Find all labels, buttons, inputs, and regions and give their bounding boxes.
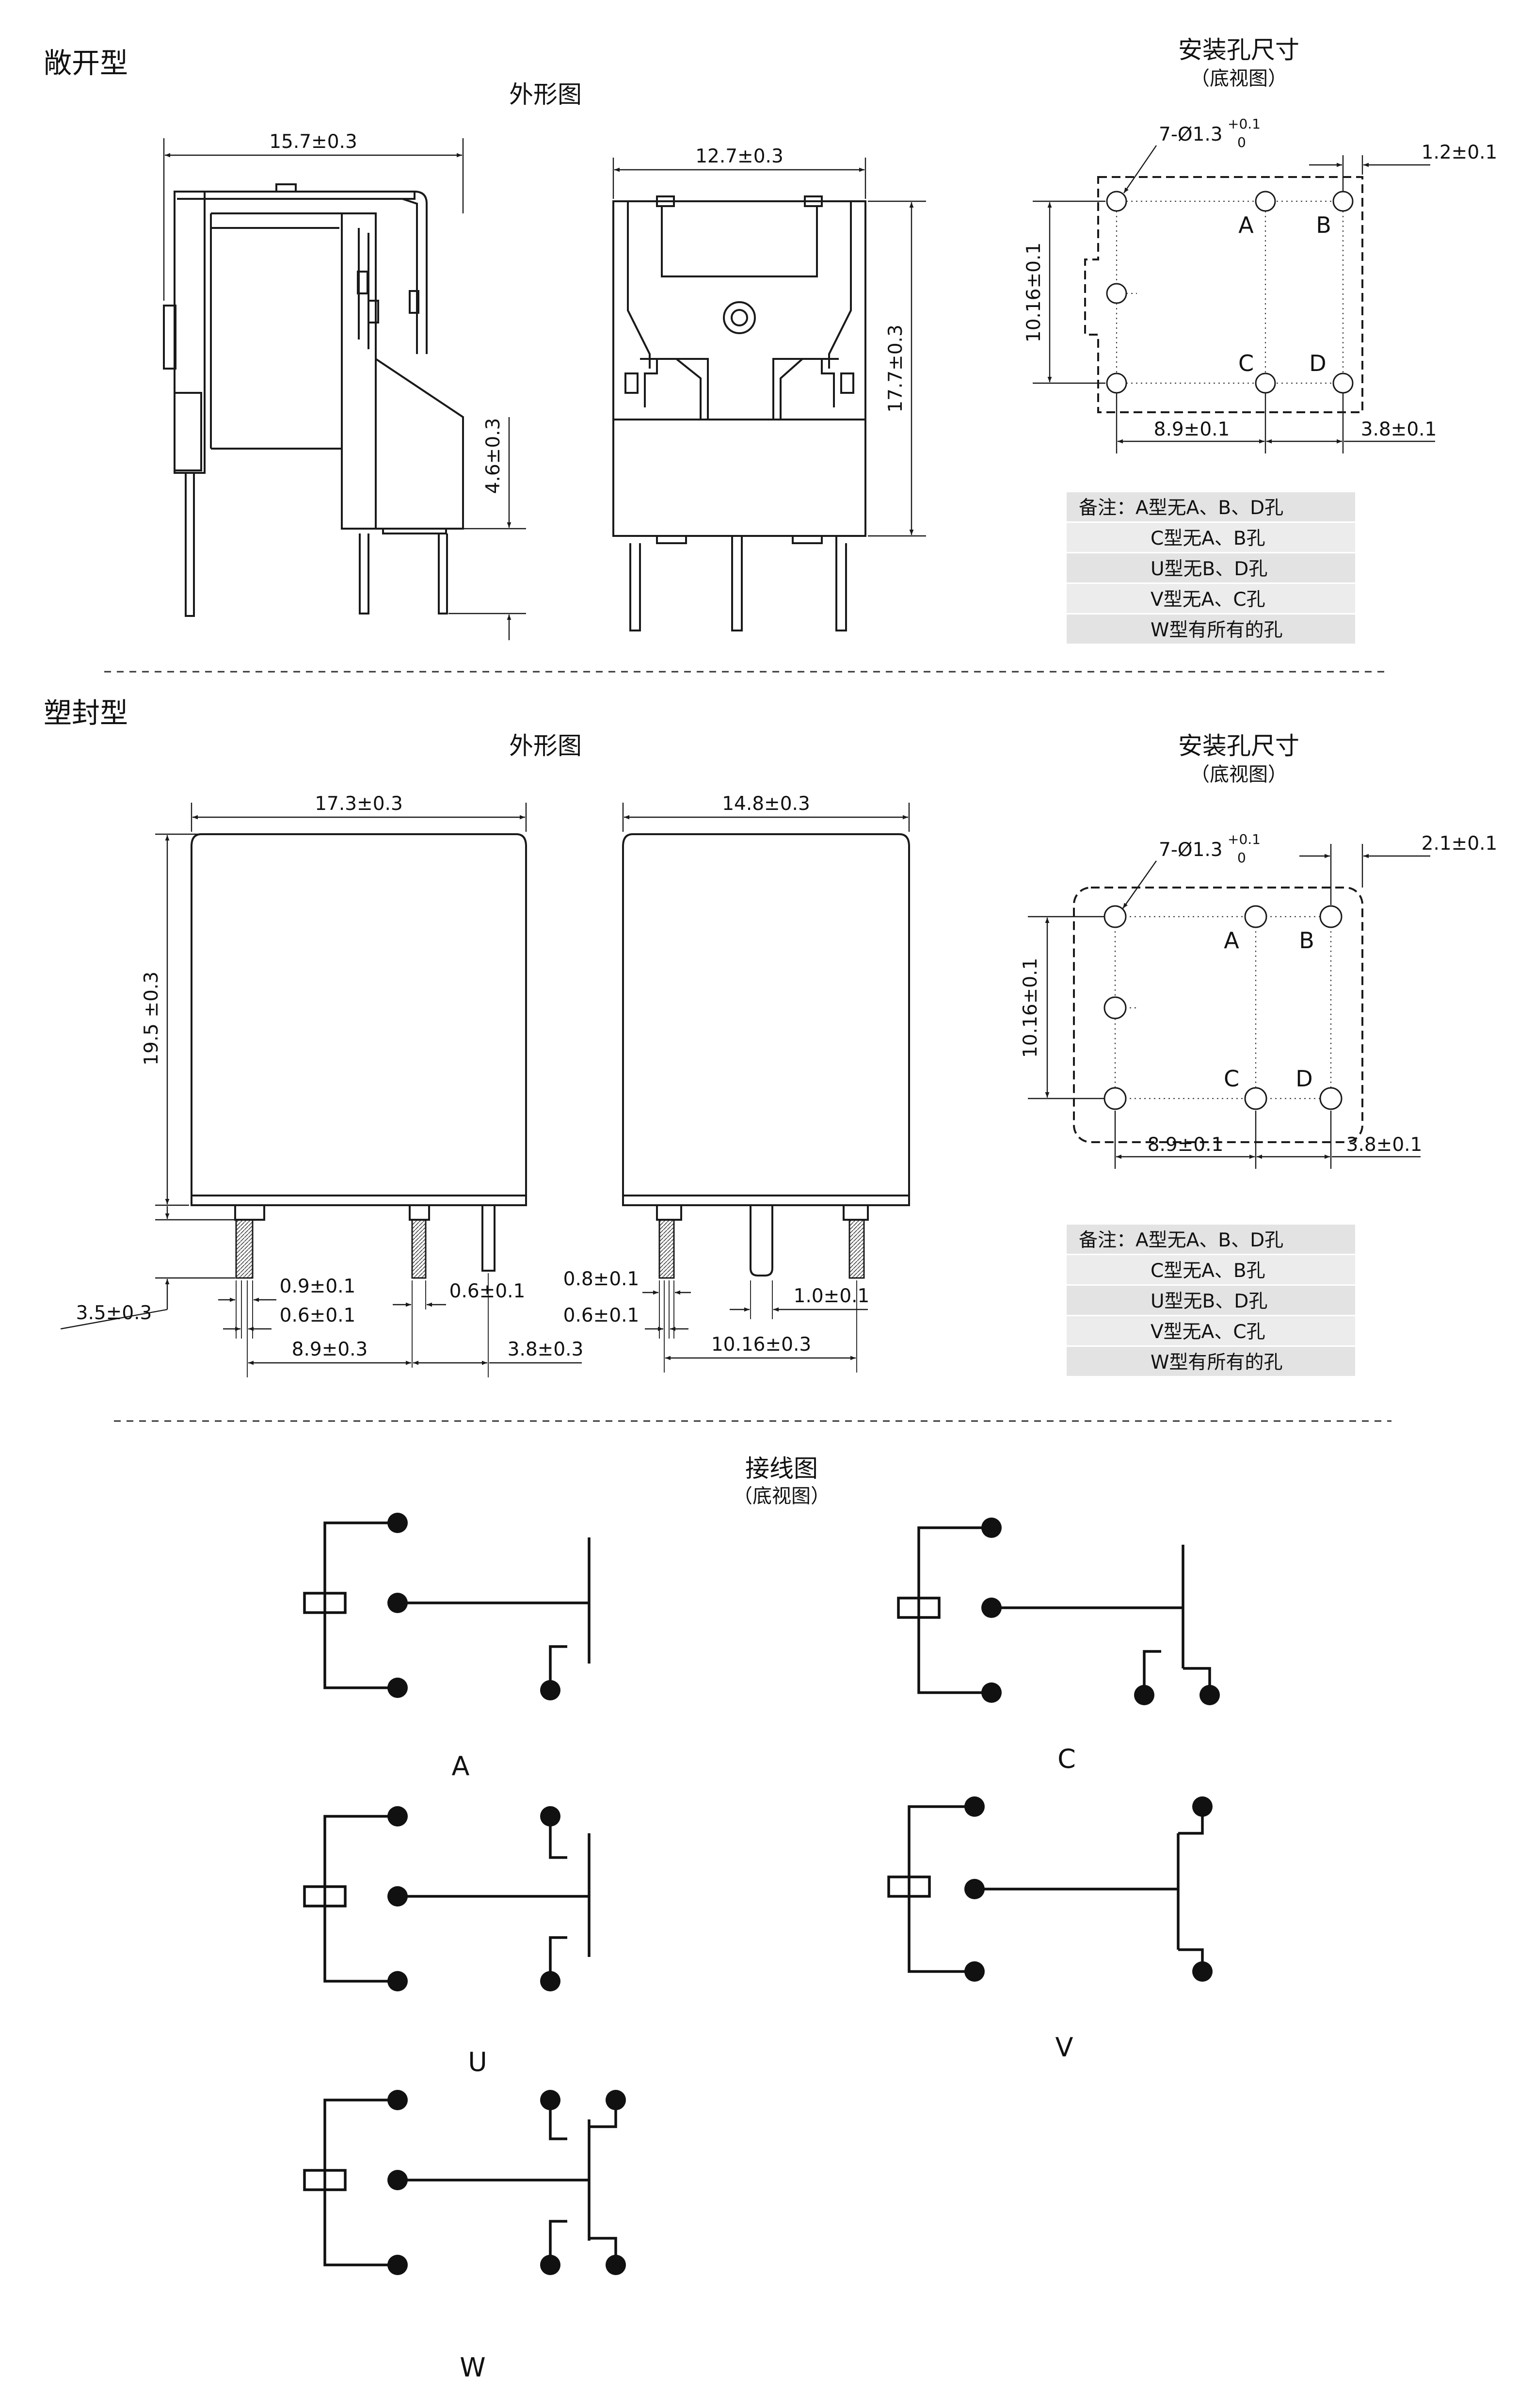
sealed-note-u: U型无B、D孔: [1151, 1291, 1267, 1312]
sealed-pin-w1-label: 0.9±0.1: [280, 1276, 356, 1297]
sealed-mount-subtitle: （底视图）: [1190, 763, 1287, 786]
sealed-side-dimensions: 17.3±0.3 19.5 ±0.3 3.5±0.3 0.9±0.1 0.6±0…: [60, 793, 584, 1377]
sealed-side-w1-label: 0.8±0.1: [563, 1268, 640, 1290]
sealed-width-label: 17.3±0.3: [315, 793, 403, 815]
open-hole-tol-low: 0: [1237, 134, 1246, 150]
open-mount-subtitle: （底视图）: [1190, 67, 1287, 90]
open-front-view: [612, 195, 866, 631]
open-hspace2-label: 3.8±0.1: [1361, 419, 1437, 440]
sealed-note-c: C型无A、B孔: [1151, 1260, 1265, 1282]
open-notes-table: 备注：A型无A、B、D孔 C型无A、B孔 U型无B、D孔 V型无A、C孔 W型有…: [1067, 492, 1355, 644]
wiring-label-u: U: [468, 2047, 487, 2077]
sealed-hole-a-label: A: [1224, 927, 1239, 954]
wiring-diagram-a: [303, 1513, 591, 1700]
sealed-pitch2-label: 3.8±0.3: [508, 1339, 584, 1360]
sealed-pitch1-label: 8.9±0.3: [292, 1339, 368, 1360]
open-front-width-label: 12.7±0.3: [695, 145, 783, 167]
sealed-front-view: [622, 833, 910, 1279]
sealed-type-heading: 塑封型: [44, 696, 128, 729]
wiring-label-w: W: [460, 2352, 485, 2383]
sealed-edge-label: 2.1±0.1: [1422, 833, 1498, 855]
wiring-label-a: A: [452, 1751, 470, 1781]
sealed-side-w3-label: 1.0±0.1: [794, 1285, 870, 1307]
sealed-notes-table: 备注：A型无A、B、D孔 C型无A、B孔 U型无B、D孔 V型无A、C孔 W型有…: [1067, 1225, 1355, 1376]
sealed-height-label: 19.5 ±0.3: [141, 971, 162, 1066]
sealed-pin-length-label: 3.5±0.3: [76, 1302, 152, 1324]
sealed-hole-c-label: C: [1224, 1066, 1239, 1092]
open-side-view: [163, 183, 464, 617]
open-side-dimensions: 15.7±0.3 4.6±0.3: [163, 131, 526, 640]
sealed-side-w2-label: 0.6±0.1: [563, 1305, 640, 1326]
sealed-note-v: V型无A、C孔: [1151, 1321, 1265, 1343]
sealed-hole-size-label: 7-Ø1.3: [1159, 839, 1223, 861]
open-note-u: U型无B、D孔: [1151, 558, 1267, 580]
sealed-mount-holes: A B C D 7-Ø1.3 +0.1 0 2.1±0.1 10.16±0.1 …: [1020, 831, 1497, 1169]
sealed-hole-tol-low: 0: [1237, 850, 1246, 866]
wiring-label-v: V: [1055, 2032, 1073, 2063]
sealed-note-w: W型有所有的孔: [1151, 1352, 1283, 1374]
wiring-diagram-w: [303, 2090, 626, 2275]
open-hole-size-label: 7-Ø1.3: [1159, 124, 1223, 145]
open-pin-length-label: 4.6±0.3: [482, 418, 504, 494]
sealed-pin-w3-label: 0.6±0.1: [449, 1280, 526, 1302]
wiring-title: 接线图: [745, 1454, 818, 1483]
open-note-c: C型无A、B孔: [1151, 528, 1265, 549]
wiring-subtitle: （底视图）: [733, 1485, 830, 1507]
open-note-a: 备注：A型无A、B、D孔: [1079, 497, 1283, 519]
open-vspace-label: 10.16±0.1: [1023, 242, 1045, 342]
open-hole-tol-up: +0.1: [1228, 116, 1261, 132]
sealed-hspace-label: 8.9±0.1: [1148, 1134, 1224, 1156]
wiring-diagram-v: [887, 1796, 1213, 1982]
wiring-label-c: C: [1057, 1744, 1076, 1774]
open-hspace-label: 8.9±0.1: [1154, 419, 1230, 440]
sealed-mount-title: 安装孔尺寸: [1178, 732, 1299, 760]
open-mount-title: 安装孔尺寸: [1178, 36, 1299, 64]
open-width-label: 15.7±0.3: [269, 131, 357, 153]
sealed-side-view: [191, 833, 527, 1279]
open-hole-d-label: D: [1309, 350, 1326, 376]
open-hole-c-label: C: [1238, 350, 1254, 376]
open-hole-a-label: A: [1238, 212, 1254, 238]
sealed-front-width-label: 14.8±0.3: [722, 793, 810, 815]
open-mount-holes: A B C D 7-Ø1.3 +0.1 0 1.2±0.1 10.16±0.1 …: [1023, 116, 1497, 453]
sealed-note-a: 备注：A型无A、B、D孔: [1079, 1229, 1283, 1251]
sealed-hspace2-label: 3.8±0.1: [1346, 1134, 1423, 1156]
sealed-pin-w2-label: 0.6±0.1: [280, 1305, 356, 1326]
sealed-front-dimensions: 14.8±0.3 0.8±0.1 0.6±0.1 1.0±0.1 10.16±0…: [563, 793, 910, 1373]
open-edge-label: 1.2±0.1: [1422, 142, 1498, 163]
sealed-hole-tol-up: +0.1: [1228, 831, 1261, 847]
sealed-side-pitch-label: 10.16±0.3: [711, 1334, 811, 1356]
open-hole-b-label: B: [1316, 212, 1331, 238]
sealed-outline-title: 外形图: [509, 732, 582, 760]
sealed-vspace-label: 10.16±0.1: [1020, 958, 1041, 1058]
open-type-heading: 敞开型: [44, 47, 128, 80]
wiring-diagram-c: [897, 1518, 1220, 1705]
open-note-w: W型有所有的孔: [1151, 619, 1283, 641]
open-outline-title: 外形图: [509, 81, 582, 109]
open-height-label: 17.7±0.3: [885, 324, 907, 413]
open-note-v: V型无A、C孔: [1151, 589, 1265, 611]
sealed-hole-d-label: D: [1295, 1066, 1312, 1092]
open-front-dimensions: 12.7±0.3 17.7±0.3: [612, 145, 926, 537]
wiring-diagram-u: [303, 1806, 591, 1991]
sealed-hole-b-label: B: [1299, 927, 1314, 954]
